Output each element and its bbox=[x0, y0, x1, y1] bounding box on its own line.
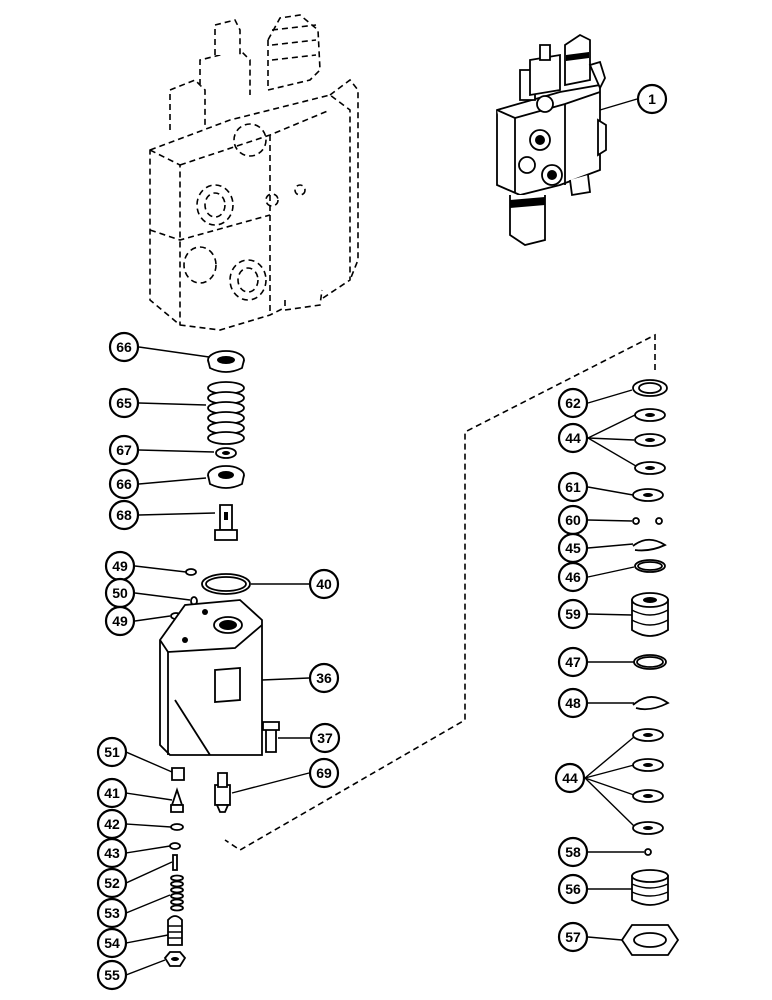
callout-57: 57 bbox=[557, 921, 589, 953]
valve-assembly-illustration bbox=[496, 33, 607, 246]
svg-text:62: 62 bbox=[565, 395, 581, 411]
callout-52: 52 bbox=[96, 867, 128, 899]
svg-text:45: 45 bbox=[565, 540, 581, 556]
callout-44-lower: 44 bbox=[554, 762, 586, 794]
svg-text:50: 50 bbox=[112, 585, 128, 601]
svg-text:61: 61 bbox=[565, 479, 581, 495]
svg-text:42: 42 bbox=[104, 816, 120, 832]
svg-text:59: 59 bbox=[565, 606, 581, 622]
callout-44-upper: 44 bbox=[557, 422, 589, 454]
left-stack-parts bbox=[159, 350, 280, 967]
svg-text:44: 44 bbox=[562, 770, 578, 786]
svg-text:48: 48 bbox=[565, 695, 581, 711]
svg-text:52: 52 bbox=[104, 875, 120, 891]
callout-68: 68 bbox=[108, 499, 140, 531]
callout-49-lower: 49 bbox=[104, 605, 136, 637]
callout-42: 42 bbox=[96, 808, 128, 840]
callout-1: 1 bbox=[636, 83, 668, 115]
callout-56: 56 bbox=[557, 873, 589, 905]
callout-67: 67 bbox=[108, 434, 140, 466]
callout-59: 59 bbox=[557, 598, 589, 630]
leader-lines bbox=[125, 98, 644, 976]
callout-62: 62 bbox=[557, 387, 589, 419]
callout-55: 55 bbox=[96, 959, 128, 991]
svg-text:41: 41 bbox=[104, 785, 120, 801]
svg-text:49: 49 bbox=[112, 558, 128, 574]
callout-51: 51 bbox=[96, 736, 128, 768]
svg-text:37: 37 bbox=[317, 730, 333, 746]
svg-text:66: 66 bbox=[116, 476, 132, 492]
callout-37: 37 bbox=[309, 722, 341, 754]
assembly-routing-line bbox=[224, 333, 656, 851]
svg-text:68: 68 bbox=[116, 507, 132, 523]
callout-53: 53 bbox=[96, 897, 128, 929]
callout-43: 43 bbox=[96, 837, 128, 869]
callout-61: 61 bbox=[557, 471, 589, 503]
svg-text:53: 53 bbox=[104, 905, 120, 921]
callout-36: 36 bbox=[308, 662, 340, 694]
callout-69: 69 bbox=[308, 757, 340, 789]
callout-40: 40 bbox=[308, 568, 340, 600]
callout-54: 54 bbox=[96, 927, 128, 959]
svg-text:56: 56 bbox=[565, 881, 581, 897]
svg-text:44: 44 bbox=[565, 430, 581, 446]
svg-text:40: 40 bbox=[316, 576, 332, 592]
svg-text:51: 51 bbox=[104, 744, 120, 760]
callout-47: 47 bbox=[557, 646, 589, 678]
callout-50: 50 bbox=[104, 577, 136, 609]
svg-text:54: 54 bbox=[104, 935, 120, 951]
callout-66-top: 66 bbox=[108, 331, 140, 363]
callout-60: 60 bbox=[557, 504, 589, 536]
svg-text:43: 43 bbox=[104, 845, 120, 861]
svg-text:1: 1 bbox=[648, 91, 656, 107]
svg-text:49: 49 bbox=[112, 613, 128, 629]
callout-66-lower: 66 bbox=[108, 468, 140, 500]
phantom-valve-body bbox=[149, 14, 359, 331]
callout-49-top: 49 bbox=[104, 550, 136, 582]
svg-text:69: 69 bbox=[316, 765, 332, 781]
svg-text:60: 60 bbox=[565, 512, 581, 528]
svg-text:46: 46 bbox=[565, 569, 581, 585]
callout-58: 58 bbox=[557, 836, 589, 868]
right-stack-parts bbox=[620, 379, 680, 956]
callout-41: 41 bbox=[96, 777, 128, 809]
svg-text:67: 67 bbox=[116, 442, 132, 458]
svg-text:58: 58 bbox=[565, 844, 581, 860]
svg-text:65: 65 bbox=[116, 395, 132, 411]
svg-text:36: 36 bbox=[316, 670, 332, 686]
svg-text:57: 57 bbox=[565, 929, 581, 945]
callout-45: 45 bbox=[557, 532, 589, 564]
svg-text:66: 66 bbox=[116, 339, 132, 355]
svg-text:47: 47 bbox=[565, 654, 581, 670]
callout-46: 46 bbox=[557, 561, 589, 593]
callout-48: 48 bbox=[557, 687, 589, 719]
svg-text:55: 55 bbox=[104, 967, 120, 983]
callout-65: 65 bbox=[108, 387, 140, 419]
